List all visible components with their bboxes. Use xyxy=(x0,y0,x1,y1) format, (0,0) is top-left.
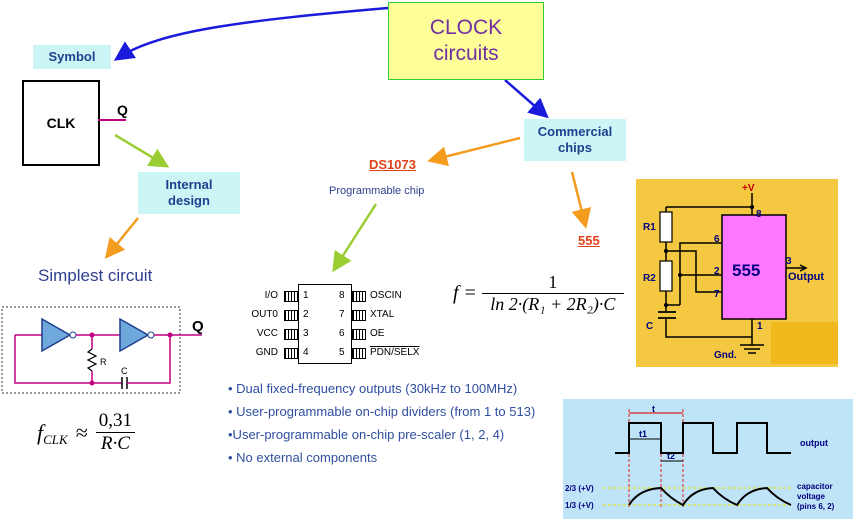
freq-formula-num: 1 xyxy=(482,272,624,294)
title-box: CLOCK circuits xyxy=(388,2,544,80)
ds1073-pin xyxy=(352,291,366,302)
clk-formula-num: 0,31 xyxy=(96,410,135,433)
timing-t1-label: t1 xyxy=(639,429,647,439)
ds1073-pin-label: PDN/SELX xyxy=(370,347,419,358)
clk-output-line xyxy=(98,119,126,121)
r1-label: R1 xyxy=(643,222,656,233)
clk-formula-den: R·C xyxy=(98,433,133,455)
ds1073-title: DS1073 xyxy=(369,157,416,172)
freq-formula: f = 1 ln 2·(R₁ + 2R₂)·C xyxy=(453,272,624,315)
clk-label: CLK xyxy=(47,115,76,131)
ds1073-pin xyxy=(284,329,298,340)
internal-design-label: Internal design xyxy=(138,172,240,214)
ds1073-pin xyxy=(284,310,298,321)
ds1073-pin-number: 5 xyxy=(339,347,345,358)
ds1073-pin-number: 4 xyxy=(303,347,309,358)
arrow-clk-to-internal xyxy=(115,135,165,165)
commercial-line2: chips xyxy=(558,140,592,156)
commercial-line1: Commercial xyxy=(538,124,612,140)
internal-line1: Internal xyxy=(166,177,213,193)
arrow-title-to-symbol xyxy=(118,8,388,58)
cap-voltage-line2: voltage xyxy=(797,492,826,501)
ds1073-pin xyxy=(284,348,298,359)
resistor-label: R xyxy=(100,357,107,367)
ds1073-pin-number: 8 xyxy=(339,290,345,301)
ds1073-pin xyxy=(352,348,366,359)
arrow-ds1073-to-chip xyxy=(335,204,376,268)
pin6-label: 6 xyxy=(714,234,720,245)
r2-label: R2 xyxy=(643,273,656,284)
schematic-555: +V 555 8 R1 R2 7 6 2 C 1 Gnd. 3 Output xyxy=(636,179,838,367)
level-low-label: 1/3 (+V) xyxy=(565,501,594,510)
capacitor-label: C xyxy=(121,366,128,376)
ds1073-pin-number: 1 xyxy=(303,290,309,301)
ds1073-pin-label: I/O xyxy=(250,290,278,301)
clk-symbol-box: CLK xyxy=(22,80,100,166)
pin2-label: 2 xyxy=(714,266,720,277)
level-high-label: 2/3 (+V) xyxy=(565,484,594,493)
pin7-label: 7 xyxy=(714,289,720,300)
freq-formula-eq: = xyxy=(465,282,476,305)
freq-formula-den: ln 2·(R₁ + 2R₂)·C xyxy=(486,294,619,315)
arrow-internal-to-simplest xyxy=(108,218,138,255)
feature-list: • Dual fixed-frequency outputs (30kHz to… xyxy=(228,381,543,473)
title-line2: circuits xyxy=(433,41,498,67)
symbol-label: Symbol xyxy=(33,45,111,69)
clk-formula-fraction: 0,31 R·C xyxy=(96,410,135,455)
simplest-output-q: Q xyxy=(192,318,204,335)
feature-item: • No external components xyxy=(228,450,543,466)
arrow-commercial-to-555 xyxy=(572,172,585,224)
cap-voltage-line1: capacitor xyxy=(797,482,833,491)
ds1073-caption: Programmable chip xyxy=(329,185,424,197)
feature-item: • User-programmable on-chip dividers (fr… xyxy=(228,404,543,420)
ds1073-pin xyxy=(352,329,366,340)
ds1073-pin-label: XTAL xyxy=(370,309,394,320)
simplest-circuit-diagram: R C xyxy=(0,305,210,397)
simplest-circuit-label: Simplest circuit xyxy=(38,266,152,286)
commercial-chips-label: Commercial chips xyxy=(524,119,626,161)
ds1073-pin xyxy=(352,310,366,321)
feature-item: •User-programmable on-chip pre-scaler (1… xyxy=(228,427,543,443)
ds1073-pin-number: 2 xyxy=(303,309,309,320)
internal-line2: design xyxy=(168,193,210,209)
feature-item: • Dual fixed-frequency outputs (30kHz to… xyxy=(228,381,543,397)
gnd-label: Gnd. xyxy=(714,350,737,361)
title-line1: CLOCK xyxy=(430,15,502,41)
ds1073-pin-label: VCC xyxy=(250,328,278,339)
freq-formula-f: f xyxy=(453,282,459,305)
ds1073-pin-number: 6 xyxy=(339,328,345,339)
timing-diagram: t t1 t2 output 2/3 (+V) 1/3 (+V) capacit… xyxy=(563,399,853,519)
ds1073-pin-label: OUT0 xyxy=(250,309,278,320)
pin8-label: 8 xyxy=(756,209,762,220)
ds1073-pin-number: 7 xyxy=(339,309,345,320)
ds1073-pin xyxy=(284,291,298,302)
ds1073-pin-label: OSCIN xyxy=(370,290,402,301)
clk-output-q: Q xyxy=(117,102,128,118)
output-label: Output xyxy=(788,271,824,283)
clk-formula: fCLK ≈ 0,31 R·C xyxy=(37,410,135,455)
vplus-label: +V xyxy=(742,183,755,194)
arrow-title-to-commercial xyxy=(505,80,545,115)
cap-label: C xyxy=(646,321,653,332)
clk-formula-approx: ≈ xyxy=(76,420,88,446)
chip555-title: 555 xyxy=(578,233,600,248)
ds1073-pin-label: GND xyxy=(250,347,278,358)
pin1-label: 1 xyxy=(757,321,763,332)
timing-output-label: output xyxy=(800,438,828,448)
freq-formula-fraction: 1 ln 2·(R₁ + 2R₂)·C xyxy=(482,272,624,315)
ds1073-pin-number: 3 xyxy=(303,328,309,339)
pin3-label: 3 xyxy=(786,256,792,267)
ds1073-pinout: I/O 1OUT0 2VCC 3GND 4 8 OSCIN 7 XTAL 6 OE 5… xyxy=(250,284,430,368)
arrow-commercial-to-ds1073 xyxy=(432,138,520,160)
chip555-label: 555 xyxy=(732,261,760,280)
timing-t-label: t xyxy=(652,404,655,414)
clk-formula-sub: CLK xyxy=(43,432,68,448)
ds1073-pin-label: OE xyxy=(370,328,384,339)
cap-voltage-line3: (pins 6, 2) xyxy=(797,502,835,511)
